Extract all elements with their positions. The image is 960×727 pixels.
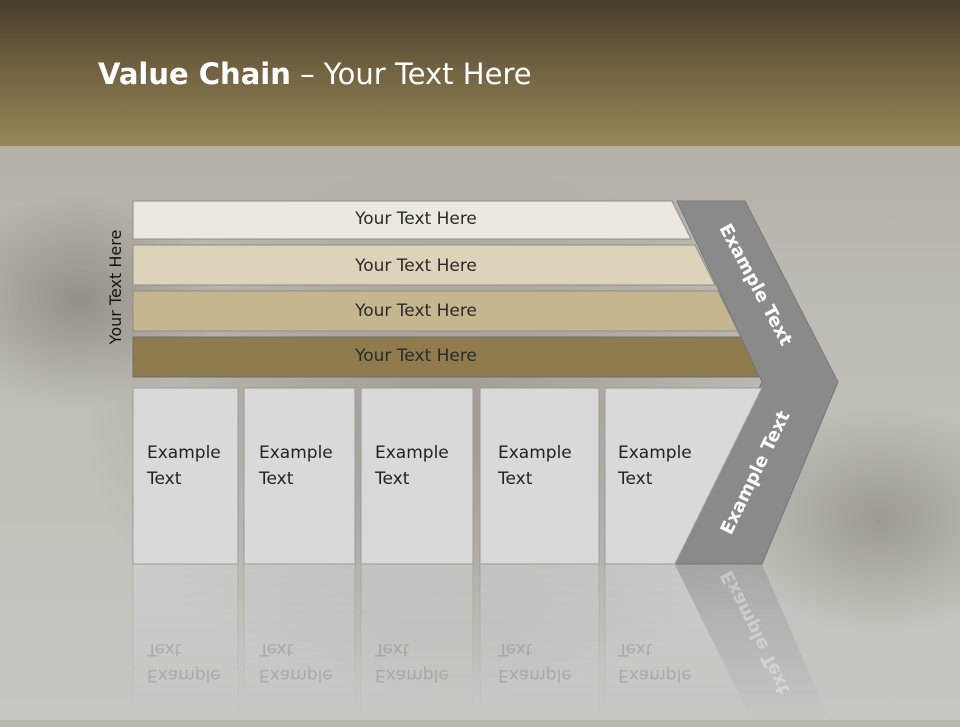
bar-4-label: Your Text Here bbox=[355, 346, 477, 366]
box-2-text-reflection: Example Text bbox=[259, 639, 333, 685]
box-5-text-reflection: Example Text bbox=[618, 639, 692, 685]
box-3-text-reflection: Example Text bbox=[375, 639, 449, 685]
box-5-text: Example Text bbox=[618, 443, 692, 489]
title-banner bbox=[0, 0, 960, 146]
box-4 bbox=[479, 387, 600, 565]
box-3-text: Example Text bbox=[375, 443, 449, 489]
title-bold: Value Chain bbox=[98, 57, 291, 91]
box-2 bbox=[243, 387, 356, 565]
chevron-arrow bbox=[674, 200, 839, 565]
bar-3-label: Your Text Here bbox=[355, 301, 477, 321]
box-1-text-reflection: Example Text bbox=[147, 639, 221, 685]
bar-1-label: Your Text Here bbox=[355, 209, 477, 229]
bar-1 bbox=[132, 200, 692, 240]
box-3 bbox=[360, 387, 474, 565]
box-5 bbox=[604, 387, 763, 565]
title-rest: – Your Text Here bbox=[290, 57, 532, 91]
bar-2-label: Your Text Here bbox=[355, 256, 477, 276]
box-4-text: Example Text bbox=[498, 443, 572, 489]
box-2-text: Example Text bbox=[259, 443, 333, 489]
box-4-text-reflection: Example Text bbox=[498, 639, 572, 685]
slide-title: Value Chain – Your Text Here bbox=[98, 56, 532, 96]
bar-2 bbox=[132, 244, 716, 286]
reflection bbox=[132, 563, 830, 720]
box-1-text: Example Text bbox=[147, 443, 221, 489]
box-1 bbox=[132, 387, 239, 565]
